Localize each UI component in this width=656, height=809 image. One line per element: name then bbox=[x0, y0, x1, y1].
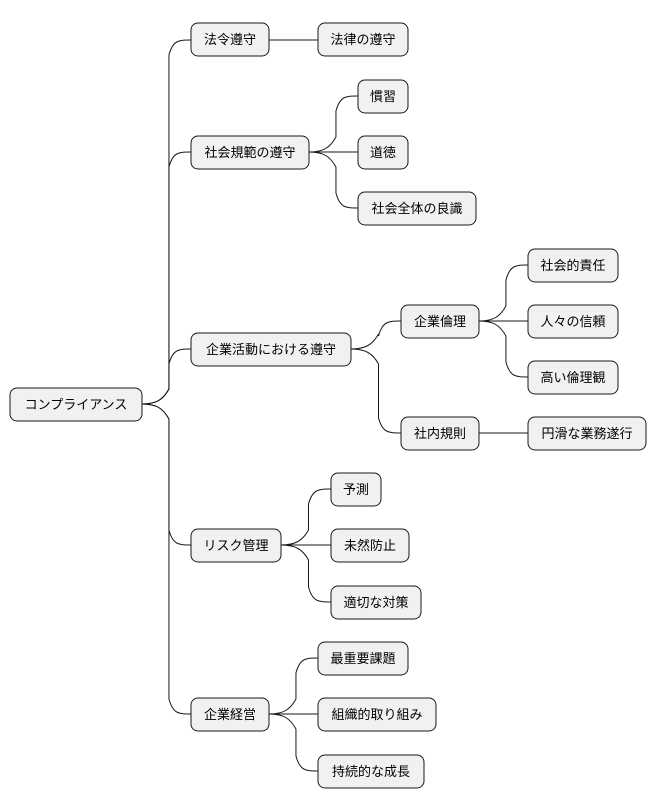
node-social-norms: 社会規範の遵守 bbox=[190, 135, 310, 170]
node-corporate-activity: 企業活動における遵守 bbox=[190, 332, 352, 367]
node-root-compliance: コンプライアンス bbox=[9, 387, 143, 422]
svg-text:高い倫理観: 高い倫理観 bbox=[540, 370, 605, 386]
connector-line bbox=[478, 320, 529, 378]
connector-line bbox=[308, 95, 359, 153]
svg-text:リスク管理: リスク管理 bbox=[203, 539, 268, 554]
node-risk-management: リスク管理 bbox=[190, 528, 282, 563]
connector-line bbox=[350, 320, 402, 350]
node-social-responsibility: 社会的責任 bbox=[527, 248, 619, 283]
node-common-sense: 社会全体の良識 bbox=[357, 191, 477, 226]
svg-text:企業活動における遵守: 企業活動における遵守 bbox=[206, 342, 336, 358]
svg-text:適切な対策: 適切な対策 bbox=[343, 595, 408, 611]
node-custom: 慣習 bbox=[357, 79, 409, 114]
connector-line bbox=[280, 544, 332, 603]
node-corporate-management: 企業経営 bbox=[190, 697, 270, 732]
svg-text:慣習: 慣習 bbox=[370, 89, 396, 105]
svg-text:法律の遵守: 法律の遵守 bbox=[330, 32, 395, 48]
node-public-trust: 人々の信頼 bbox=[527, 304, 619, 339]
svg-text:社会規範の遵守: 社会規範の遵守 bbox=[204, 145, 295, 161]
connector-line bbox=[478, 264, 529, 322]
node-appropriate-measures: 適切な対策 bbox=[330, 585, 422, 620]
node-smooth-operations: 円滑な業務遂行 bbox=[527, 416, 647, 451]
svg-text:社会全体の良識: 社会全体の良識 bbox=[371, 201, 462, 217]
node-internal-rules: 社内規則 bbox=[400, 416, 480, 451]
svg-text:コンプライアンス: コンプライアンス bbox=[25, 398, 128, 413]
node-prevention: 未然防止 bbox=[330, 528, 410, 563]
svg-text:組織的取り組み: 組織的取り組み bbox=[331, 707, 422, 723]
svg-text:社会的責任: 社会的責任 bbox=[540, 258, 605, 274]
svg-text:予測: 予測 bbox=[343, 483, 369, 498]
svg-text:道徳: 道徳 bbox=[370, 146, 396, 161]
svg-text:最重要課題: 最重要課題 bbox=[330, 651, 395, 667]
connector-line bbox=[268, 657, 319, 715]
svg-text:企業倫理: 企業倫理 bbox=[414, 314, 466, 330]
connector-line bbox=[141, 403, 192, 546]
svg-text:人々の信頼: 人々の信頼 bbox=[540, 315, 605, 330]
svg-text:社内規則: 社内規則 bbox=[414, 426, 466, 442]
connector-line bbox=[141, 403, 192, 715]
node-sustainable-growth: 持続的な成長 bbox=[317, 754, 425, 789]
connector-line bbox=[350, 348, 402, 434]
connector-line bbox=[141, 348, 192, 405]
svg-text:円滑な業務遂行: 円滑な業務遂行 bbox=[541, 426, 632, 442]
node-organized-effort: 組織的取り組み bbox=[317, 697, 437, 732]
svg-text:法令遵守: 法令遵守 bbox=[204, 32, 256, 48]
connector-line bbox=[280, 488, 332, 546]
node-legal-compliance: 法令遵守 bbox=[190, 22, 270, 57]
node-high-ethics: 高い倫理観 bbox=[527, 360, 619, 395]
svg-text:持続的な成長: 持続的な成長 bbox=[332, 764, 410, 780]
node-corporate-ethics: 企業倫理 bbox=[400, 304, 480, 339]
svg-text:未然防止: 未然防止 bbox=[344, 538, 396, 554]
node-law-observance: 法律の遵守 bbox=[317, 22, 409, 57]
node-prediction: 予測 bbox=[330, 472, 382, 507]
connector-line bbox=[308, 151, 359, 209]
node-morality: 道徳 bbox=[357, 135, 409, 170]
connector-line bbox=[268, 713, 319, 772]
svg-text:企業経営: 企業経営 bbox=[204, 707, 256, 723]
connector-line bbox=[141, 151, 192, 405]
node-top-priority: 最重要課題 bbox=[317, 641, 409, 676]
mindmap-edges bbox=[141, 39, 529, 772]
